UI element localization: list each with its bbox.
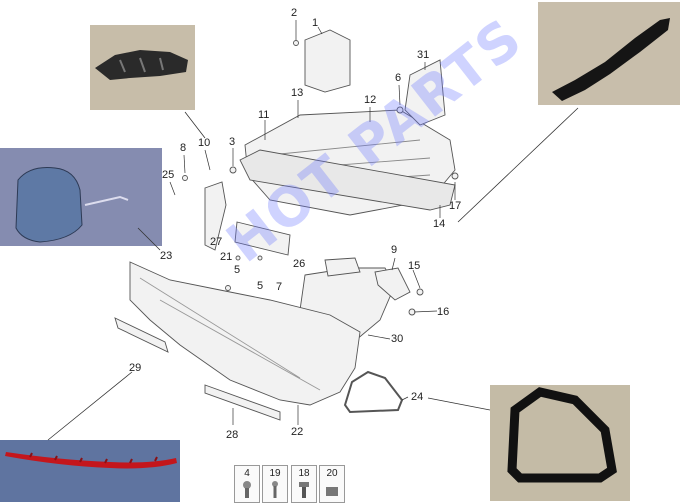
screw-icon bbox=[243, 481, 251, 498]
callout-30: 30 bbox=[391, 333, 404, 345]
callout-7b: 7 bbox=[276, 281, 283, 293]
callout-26: 26 bbox=[293, 258, 306, 270]
parts bbox=[114, 29, 459, 421]
inset-photo-fog-frame bbox=[490, 385, 630, 501]
callout-28: 28 bbox=[226, 429, 239, 441]
callout-17: 17 bbox=[449, 200, 462, 212]
bolt-icon bbox=[272, 481, 278, 498]
hardware-box-20: 20 bbox=[319, 465, 345, 503]
callout-22: 22 bbox=[291, 426, 304, 438]
callout-leaders bbox=[169, 20, 456, 425]
callout-14: 14 bbox=[433, 218, 446, 230]
hardware-box-4: 4 bbox=[234, 465, 260, 503]
callout-16: 16 bbox=[437, 306, 450, 318]
callout-2: 2 bbox=[291, 7, 298, 19]
nut-clip-icon bbox=[326, 487, 338, 496]
inset-photo-cap bbox=[0, 148, 162, 246]
inset-photo-bracket bbox=[90, 25, 195, 110]
callout-29: 29 bbox=[129, 362, 142, 374]
leader-lines bbox=[47, 107, 579, 441]
inset-photo-long-bracket bbox=[538, 2, 680, 105]
callout-12: 12 bbox=[364, 94, 377, 106]
hardware-box-19: 19 bbox=[262, 465, 288, 503]
callout-6: 6 bbox=[395, 72, 402, 84]
callout-23: 23 bbox=[160, 250, 173, 262]
callout-10: 10 bbox=[198, 137, 211, 149]
callout-5a: 5 bbox=[234, 264, 241, 276]
inset-photo-red-strip bbox=[0, 440, 180, 502]
callout-15: 15 bbox=[408, 260, 421, 272]
callout-3: 3 bbox=[229, 136, 236, 148]
callout-11: 11 bbox=[258, 109, 270, 121]
callout-5b: 5 bbox=[257, 280, 264, 292]
callout-27: 27 bbox=[210, 236, 223, 248]
callout-24: 24 bbox=[411, 391, 424, 403]
callout-13: 13 bbox=[291, 87, 304, 99]
hardware-box-18: 18 bbox=[291, 465, 317, 503]
callout-1: 1 bbox=[312, 17, 319, 29]
callout-8: 8 bbox=[180, 142, 187, 154]
callout-31: 31 bbox=[417, 49, 430, 61]
callout-25: 25 bbox=[162, 169, 175, 181]
clip-icon bbox=[299, 482, 309, 498]
callout-9: 9 bbox=[391, 244, 398, 256]
callout-21: 21 bbox=[220, 251, 233, 263]
